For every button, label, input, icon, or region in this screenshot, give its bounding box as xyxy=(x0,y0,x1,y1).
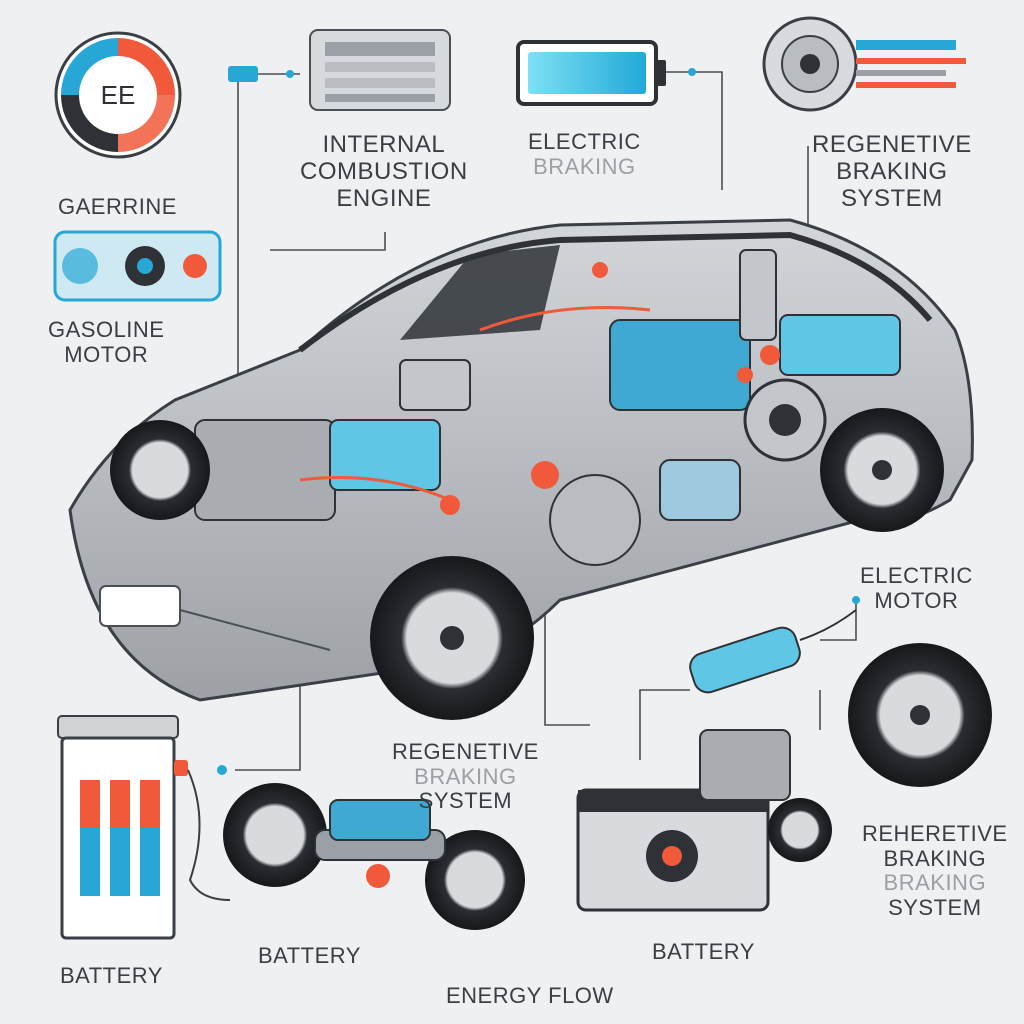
label-electric-braking-line-1: ELECTRIC xyxy=(528,129,641,154)
label-regen-bottom-line-1: REHERETIVE xyxy=(862,821,1008,846)
label-regen-top: REGENETIVE BRAKING SYSTEM xyxy=(812,131,972,213)
label-electric-braking: ELECTRIC BRAKING xyxy=(528,129,641,179)
label-battery-center-text: BATTERY xyxy=(258,943,361,968)
spare-wheel-icon xyxy=(848,643,992,787)
fuel-gauge-icon: EE xyxy=(54,31,182,159)
label-battery-left-text: BATTERY xyxy=(60,963,163,988)
label-electric-braking-line-2: BRAKING xyxy=(533,153,636,179)
label-energy-flow-text: ENERGY FLOW xyxy=(446,983,614,1008)
label-electric-motor-line-2: MOTOR xyxy=(874,587,959,613)
label-regen-middle: REGENETIVE BRAKING SYSTEM xyxy=(392,739,539,814)
car-battery-icon xyxy=(576,729,832,912)
gauge-glyph: EE xyxy=(101,80,136,110)
label-electric-motor: ELECTRIC MOTOR xyxy=(860,563,973,613)
label-regen-bottom: REHERETIVE BRAKING BRAKING SYSTEM xyxy=(862,821,1008,921)
engine-internals xyxy=(194,249,901,566)
label-electric-motor-line-1: ELECTRIC xyxy=(860,563,973,588)
label-gasoline-motor-line-1: GASOLINE xyxy=(48,317,165,342)
battery-icon xyxy=(516,40,696,106)
label-internal-combustion-engine: INTERNAL COMBUSTION ENGINE xyxy=(300,131,468,213)
label-regen-top-line-1: REGENETIVE xyxy=(812,131,972,158)
charging-station-icon xyxy=(57,715,231,940)
label-gaerrine-text: GAERRINE xyxy=(58,194,177,219)
drivetrain-icon xyxy=(223,783,525,930)
label-gasoline-motor-line-2: MOTOR xyxy=(64,341,149,367)
label-regen-middle-line-1: REGENETIVE xyxy=(392,739,539,764)
label-battery-right-text: BATTERY xyxy=(652,939,755,964)
label-regen-top-line-3: SYSTEM xyxy=(841,184,943,212)
engine-block-icon xyxy=(309,29,451,111)
brake-disc-icon xyxy=(762,16,966,112)
label-energy-flow: ENERGY FLOW xyxy=(446,983,614,1009)
label-gaerrine: GAERRINE xyxy=(58,194,177,220)
tag-marker-icon xyxy=(228,66,294,82)
gasoline-motor-icon xyxy=(53,230,222,302)
label-regen-middle-line-3: SYSTEM xyxy=(418,788,513,814)
label-ice-line-3: ENGINE xyxy=(336,184,432,212)
car-wheels xyxy=(110,408,944,720)
label-regen-bottom-line-3: BRAKING xyxy=(883,870,987,896)
label-gasoline-motor: GASOLINE MOTOR xyxy=(48,317,165,367)
electric-motor-icon xyxy=(689,596,860,694)
label-regen-bottom-line-2: BRAKING xyxy=(883,845,987,871)
label-ice-line-1: INTERNAL xyxy=(322,131,446,158)
label-battery-right: BATTERY xyxy=(652,939,755,965)
label-battery-center: BATTERY xyxy=(258,943,361,969)
label-ice-line-2: COMBUSTION xyxy=(300,157,468,185)
label-battery-left: BATTERY xyxy=(60,963,163,989)
label-regen-top-line-2: BRAKING xyxy=(836,157,948,185)
label-regen-bottom-line-4: SYSTEM xyxy=(888,894,982,920)
label-regen-middle-line-2: BRAKING xyxy=(414,763,517,789)
